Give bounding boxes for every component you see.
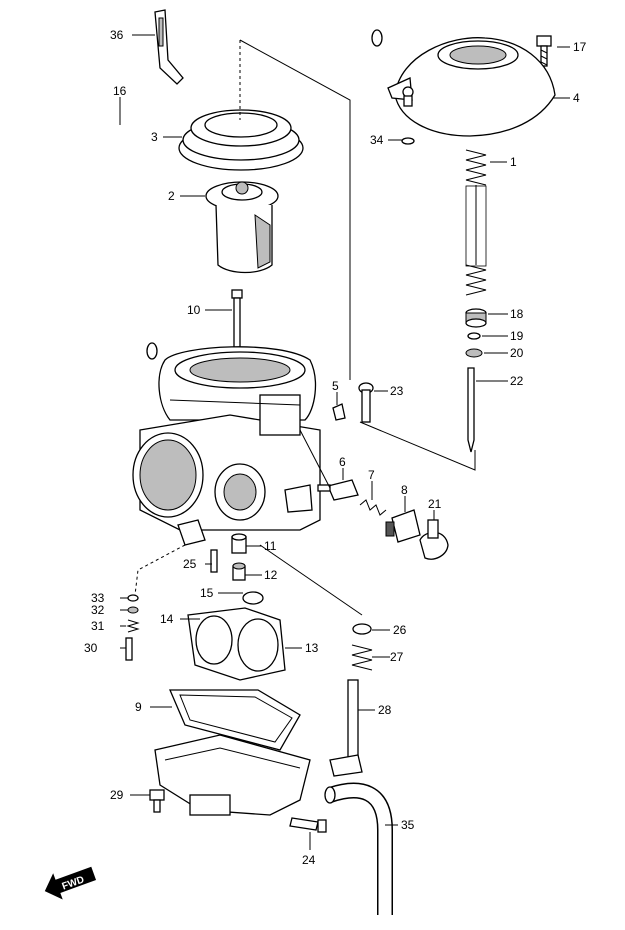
callout-12: 12: [264, 568, 278, 582]
callout-1: 1: [510, 155, 517, 169]
part-26-o-ring: [352, 623, 372, 635]
callout-32: 32: [91, 603, 105, 617]
part-5-screw: [332, 403, 346, 421]
part-25-pilot-jet: [210, 549, 218, 573]
part-31-spring: [126, 619, 140, 633]
part-35-drain-hose: [324, 782, 393, 915]
part-30-screw: [125, 637, 133, 661]
callout-28: 28: [378, 703, 392, 717]
callout-27: 27: [390, 650, 404, 664]
callout-29: 29: [110, 788, 124, 802]
callout-19: 19: [510, 329, 524, 343]
callout-35: 35: [401, 818, 415, 832]
part-13-float: [187, 607, 286, 681]
part-8-valve: [385, 509, 421, 543]
part-18-needle-retainer: [465, 308, 487, 328]
callout-18: 18: [510, 307, 524, 321]
callout-30: 30: [84, 641, 98, 655]
part-27-spring: [351, 644, 373, 671]
callout-15: 15: [200, 586, 214, 600]
callout-16: 16: [113, 84, 127, 98]
part-20-washer: [465, 348, 483, 358]
callout-24: 24: [302, 853, 316, 867]
callout-26: 26: [393, 623, 407, 637]
callout-14: 14: [160, 612, 174, 626]
callout-5: 5: [332, 379, 339, 393]
callout-7: 7: [368, 468, 375, 482]
float-bowl: [154, 734, 311, 816]
callout-2: 2: [168, 189, 175, 203]
part-36-clip: [154, 9, 184, 85]
part-1-spring: [465, 149, 487, 296]
callout-25: 25: [183, 557, 197, 571]
part-4-top-cover: [387, 37, 556, 137]
part-11-jet: [231, 533, 247, 554]
callout-23: 23: [390, 384, 404, 398]
part-7-spring: [359, 499, 387, 516]
part-12-main-jet: [232, 562, 246, 581]
callout-36: 36: [110, 28, 124, 42]
part-33-washer: [127, 594, 139, 602]
callout-11: 11: [264, 539, 277, 553]
part-2-piston: [205, 181, 279, 274]
part-24-screw: [289, 817, 327, 833]
callout-9: 9: [135, 700, 142, 714]
callout-6: 6: [339, 455, 346, 469]
part-22-jet-needle: [467, 367, 475, 453]
callout-33: 33: [91, 591, 105, 605]
callout-3: 3: [151, 130, 158, 144]
callout-22: 22: [510, 374, 524, 388]
part-32-washer: [127, 606, 139, 614]
fwd-arrow-icon: FWD: [44, 866, 97, 900]
leader-lines: [119, 34, 570, 850]
part-17-screw: [536, 35, 552, 67]
callout-8: 8: [401, 483, 408, 497]
part-28-plunger: [329, 679, 363, 777]
callout-13: 13: [305, 641, 319, 655]
part-19-clip: [467, 332, 481, 340]
callout-20: 20: [510, 346, 524, 360]
part-9-gasket: [169, 689, 301, 751]
part-15-o-ring: [242, 591, 264, 605]
callout-17: 17: [573, 40, 587, 54]
callout-31: 31: [91, 619, 105, 633]
callout-labels: 36 16 3 2 10 17 4 34 1 18 19 20 22 5 23 …: [84, 28, 587, 867]
callout-21: 21: [428, 497, 442, 511]
part-23-fitting: [358, 382, 374, 423]
part-3-diaphragm: [178, 109, 304, 171]
callout-4: 4: [573, 91, 580, 105]
callout-10: 10: [187, 303, 201, 317]
part-21-cap: [419, 519, 449, 560]
callout-34: 34: [370, 133, 384, 147]
part-29-drain-screw: [149, 789, 165, 813]
part-34-washer: [401, 137, 415, 145]
part-6-plunger: [317, 479, 359, 501]
carburetor-body: [132, 346, 321, 546]
